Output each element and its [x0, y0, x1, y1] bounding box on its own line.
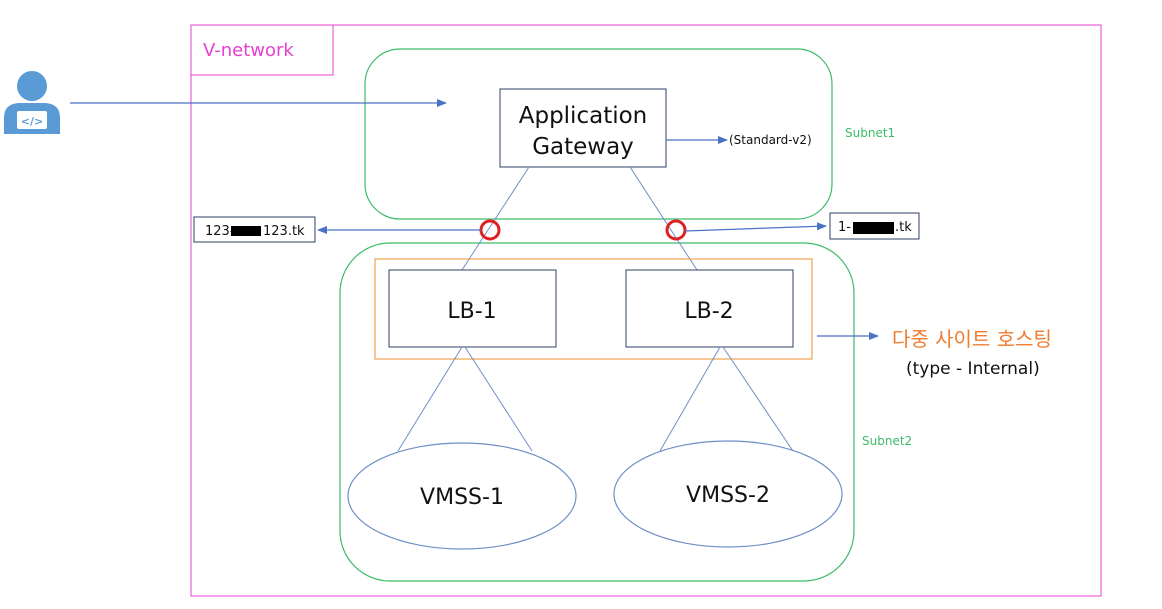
application-gateway-label-line1: Application — [519, 103, 648, 129]
vmss2-node — [613, 440, 843, 548]
connector-gateway-lb2 — [629, 166, 698, 271]
lb1-label: LB-1 — [447, 299, 496, 324]
connector-gateway-lb1 — [461, 166, 530, 271]
listener-marker-left — [479, 219, 501, 241]
application-gateway-label-line2: Gateway — [532, 134, 634, 160]
domain-right-prefix: 1- — [838, 220, 851, 235]
vnet-label-box — [190, 24, 334, 76]
lb2-box — [625, 269, 794, 348]
domain-left-prefix: 123- — [205, 224, 235, 239]
subnet1-label: Subnet1 — [845, 126, 895, 140]
vnet-label: V-network — [203, 40, 294, 61]
connector-lb1-vmss1-left — [397, 346, 463, 452]
subnet2-label: Subnet2 — [862, 434, 912, 448]
vmss1-label: VMSS-1 — [420, 485, 504, 510]
hosting-title: 다중 사이트 호스팅 — [892, 327, 1052, 351]
domain-left-redaction — [231, 226, 261, 236]
vmss1-node — [347, 442, 577, 550]
connector-lb1-vmss1-right — [464, 346, 533, 452]
domain-right-redaction — [853, 222, 894, 234]
domain-right-suffix: .tk — [895, 220, 912, 235]
vnet-boundary — [190, 24, 1102, 597]
user-developer-icon: </> — [4, 71, 60, 134]
svg-text:</>: </> — [21, 115, 43, 128]
multi-site-hosting-box — [374, 258, 813, 360]
application-gateway-box — [499, 88, 667, 168]
lb2-label: LB-2 — [684, 299, 733, 324]
domain-left-suffix: 123.tk — [263, 224, 305, 239]
hosting-subtitle: (type - Internal) — [906, 359, 1040, 379]
connector-lb2-vmss2-right — [722, 346, 794, 452]
domain-arrow-right — [684, 222, 827, 232]
gateway-sku-label: (Standard-v2) — [729, 133, 812, 147]
vmss2-label: VMSS-2 — [686, 483, 770, 508]
listener-marker-right — [665, 219, 687, 241]
connector-lb2-vmss2-left — [659, 346, 721, 452]
subnet1-boundary — [364, 48, 833, 220]
lb1-box — [388, 269, 557, 348]
subnet2-boundary — [339, 242, 855, 582]
